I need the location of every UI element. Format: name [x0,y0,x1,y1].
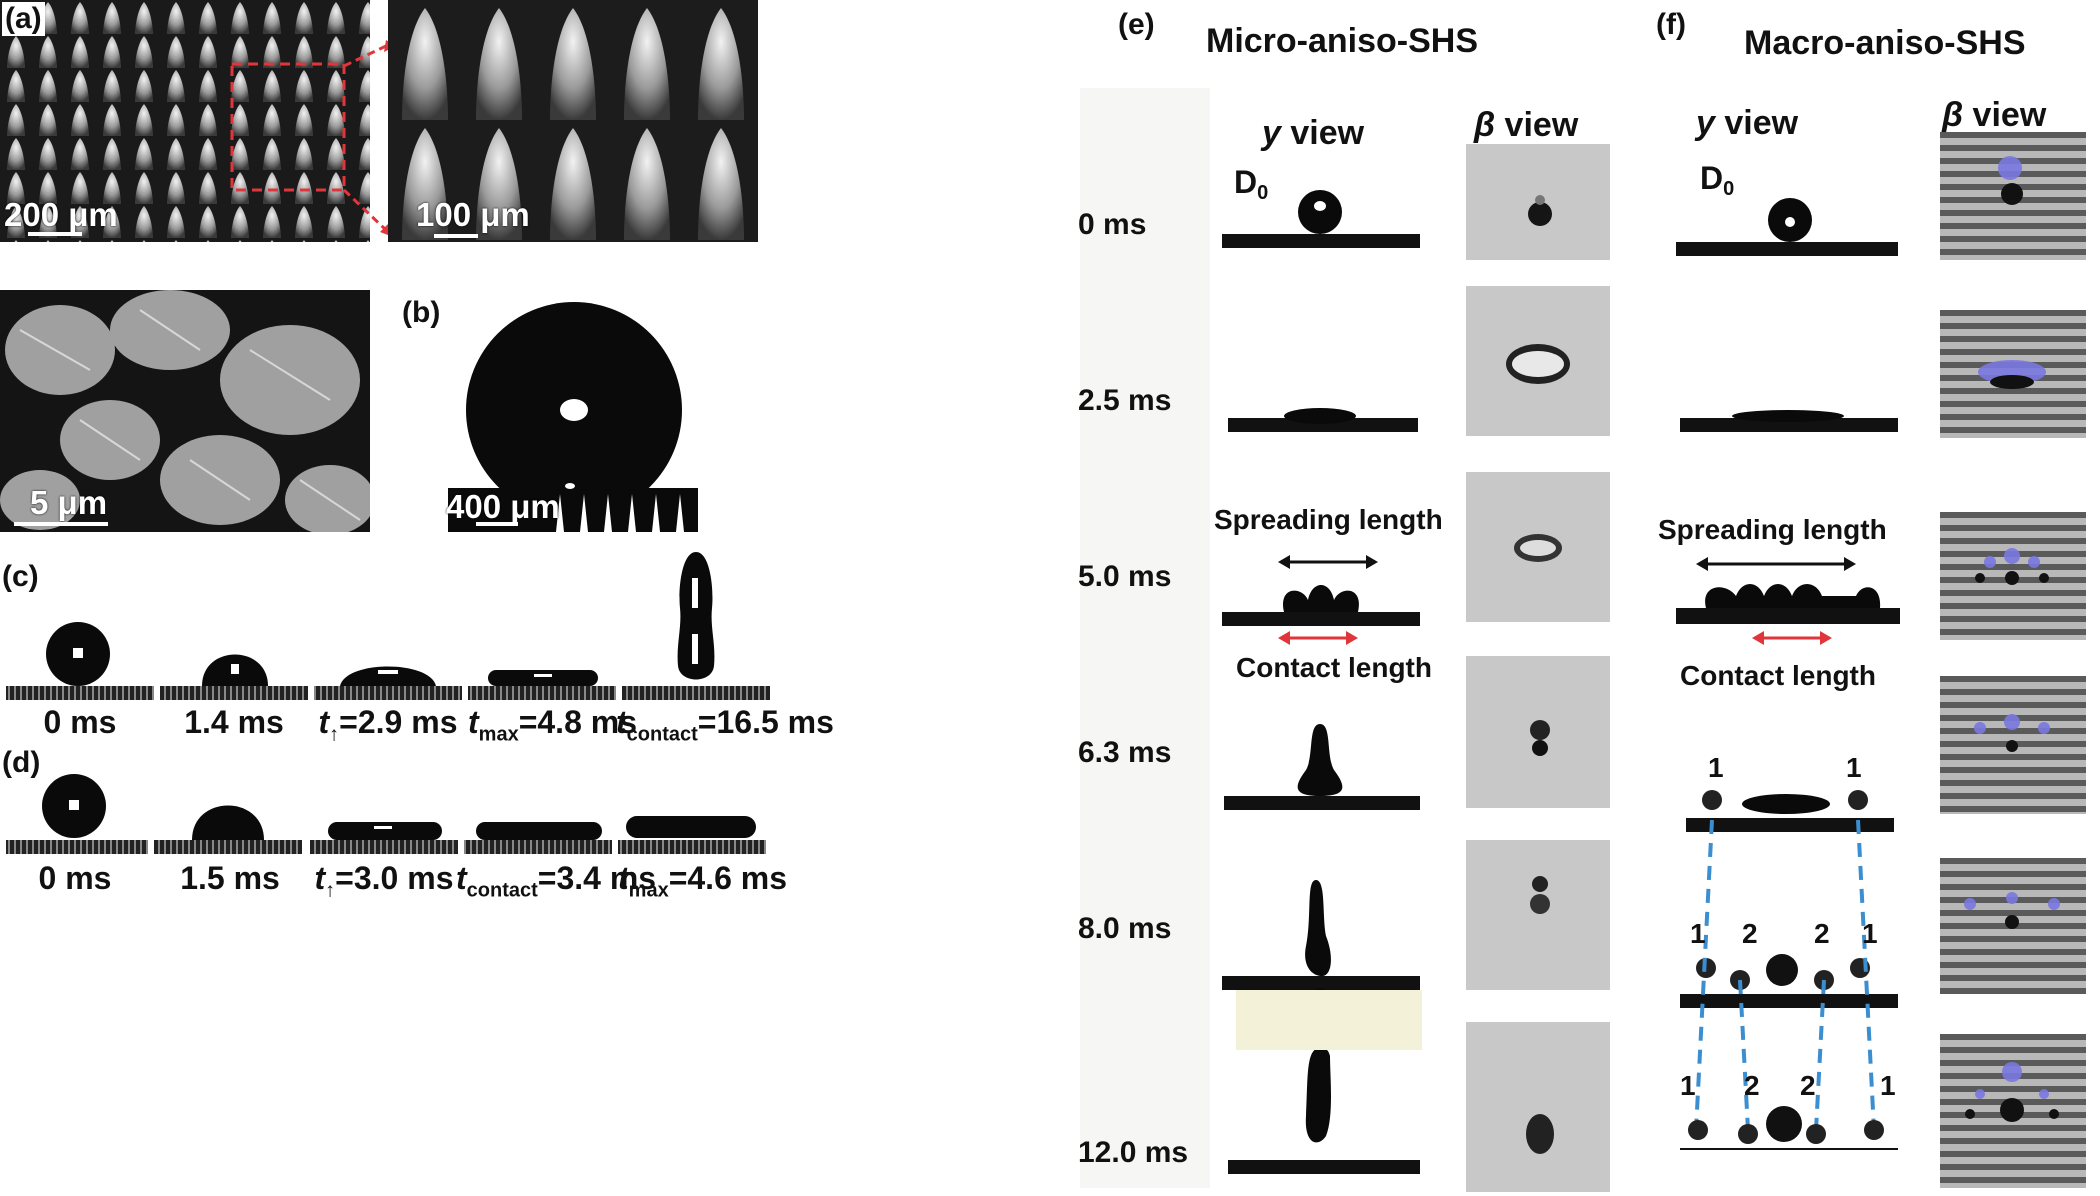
fragment-number: 1 [1862,918,1878,949]
spreading-arrow [1696,557,1856,571]
fragment-number: 1 [1680,1070,1696,1101]
contact-length-label: Contact length [1236,652,1432,683]
time-label-t-max: tmax=4.8 ms [468,704,637,746]
d0-label: D0 [1234,164,1269,204]
contact-arrow [1752,631,1832,645]
last-frame-droplets-f [1688,1106,1884,1144]
panel-f-title: Macro-aniso-SHS [1744,24,2026,62]
fragment-number: 2 [1800,1070,1816,1101]
time-label-t-up: t↑=2.9 ms [318,704,458,746]
scale-bar-label: 200 μm [4,196,118,233]
fragment-tracks [1694,819,1876,1131]
contact-length-label: Contact length [1680,660,1876,691]
time-label: 12.0 ms [1078,1136,1189,1169]
fragment-number: 2 [1742,918,1758,949]
fragment-number: 2 [1744,1070,1760,1101]
time-label-t-contact: tcontact=3.4 ms [456,860,657,902]
time-label-t-contact: tcontact=16.5 ms [616,704,834,746]
bounce-sequence-c [6,552,770,700]
time-label: 5.0 ms [1078,560,1172,593]
y-view-sequence-e [1222,190,1420,1174]
beta-view-droplets-f [1964,156,2060,1122]
fragment-number: 1 [1846,752,1862,783]
scale-bar [476,522,518,526]
scale-bar-label: 400 μm [446,488,560,525]
beta-view-label: β view [1474,106,1579,144]
bounce-sequence-d [6,774,766,854]
time-label-t-up: t↑=3.0 ms [314,860,454,902]
y-view-label: y view [1696,104,1799,142]
panel-label-e: (e) [1118,8,1155,41]
fragment-number: 2 [1814,918,1830,949]
scale-bar [14,522,108,526]
microcone-zoom-graphic [388,0,758,242]
droplet-on-microcones-graphic [448,302,698,532]
time-label-t-max: tmax=4.6 ms [618,860,787,902]
time-label: 0 ms [1078,208,1147,241]
panel-label-f: (f) [1656,8,1686,41]
d0-label: D0 [1700,160,1735,200]
panel-e-background [1080,88,1210,1188]
scale-bar-label: 100 μm [416,196,530,233]
yellowish-backdrop [1236,990,1422,1050]
time-label: 2.5 ms [1078,384,1172,417]
time-label: 8.0 ms [1078,912,1172,945]
time-label: 1.5 ms [180,860,280,896]
panel-label-d: (d) [2,746,41,779]
contact-angle-image: 400 μm [446,300,698,532]
sem-image-nanoflakes: 5 μm [0,290,370,532]
sem-image-microcones-zoom: 100 μm [388,0,758,242]
fragment-number: 1 [1880,1070,1896,1101]
time-label: 6.3 ms [1078,736,1172,769]
fragment-number: 1 [1708,752,1724,783]
panel-label-b: (b) [402,296,441,329]
scale-bar [434,234,478,238]
beta-view-frame [1466,1022,1610,1192]
spreading-arrow [1278,555,1378,569]
panel-label-c: (c) [2,560,39,593]
panel-label-a: (a) [2,2,45,36]
beta-view-droplets-e [1506,195,1570,1154]
spreading-length-label: Spreading length [1658,514,1887,545]
beta-view-label: β view [1942,96,2047,134]
beta-view-frame [1466,840,1610,990]
y-view-label: y view [1262,114,1365,152]
nanoflake-graphic [0,290,370,532]
scale-bar-label: 5 μm [30,484,108,521]
time-label: 0 ms [43,704,117,740]
time-label: 1.4 ms [184,704,284,740]
spreading-length-label: Spreading length [1214,504,1443,535]
time-label: 0 ms [38,860,112,896]
sem-image-microcones-overview: 200 μm [0,0,370,242]
contact-arrow [1278,631,1358,645]
microcone-array-graphic [0,0,370,242]
fragment-number: 1 [1690,918,1706,949]
scale-bar [28,232,82,236]
panel-e-title: Micro-aniso-SHS [1206,22,1479,60]
y-view-sequence-f [1676,198,1900,1150]
